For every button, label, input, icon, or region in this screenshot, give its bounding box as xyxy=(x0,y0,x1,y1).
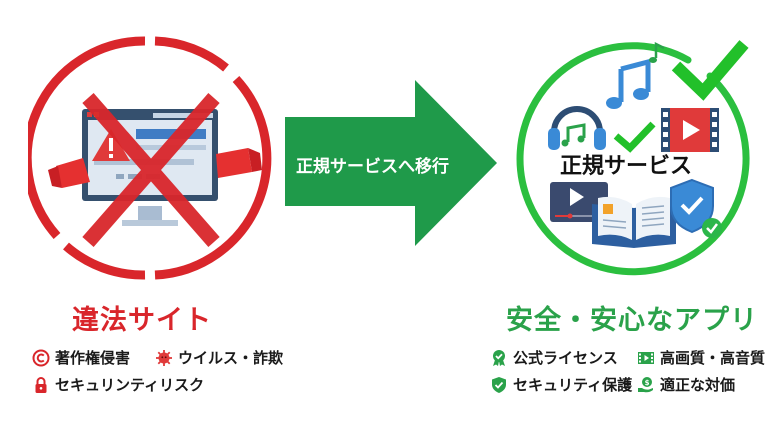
check-icon xyxy=(613,121,656,153)
virus-icon xyxy=(156,349,172,366)
right-arrow-icon xyxy=(285,80,497,246)
feature-label: 公式ライセンス xyxy=(513,349,618,367)
feature-virus: ウイルス・詐欺 xyxy=(155,347,283,368)
feature-label: ウイルス・詐欺 xyxy=(178,349,284,367)
feature-security-protection: セキュリティ保護 xyxy=(490,374,632,395)
legit-services-label: 正規サービス xyxy=(560,154,693,179)
migration-arrow xyxy=(285,80,499,246)
illegal-site-monitor-crossed-out-icon xyxy=(28,36,272,280)
legit-services-illustration xyxy=(508,32,758,282)
video-film-icon xyxy=(661,108,719,152)
feature-fair-price: $ 適正な対価 xyxy=(637,374,735,395)
feature-high-quality: 高画質・高音質 xyxy=(637,347,765,368)
green-ring xyxy=(516,42,750,276)
copyright-icon xyxy=(32,349,50,366)
illegal-site-illustration xyxy=(28,36,272,280)
feature-official-license: 公式ライセンス xyxy=(490,347,618,368)
feature-label: 適正な対価 xyxy=(660,376,736,394)
arrow-label: 正規サービスへ移行 xyxy=(296,157,449,177)
shield-check-icon xyxy=(492,376,506,393)
lock-icon xyxy=(35,376,47,393)
illegal-site-title: 違法サイト xyxy=(72,305,212,336)
open-book-icon xyxy=(592,196,676,248)
safe-apps-title: 安全・安心なアプリ xyxy=(506,305,758,336)
music-note-icon xyxy=(606,41,665,109)
check-icon xyxy=(671,40,749,101)
award-badge-icon xyxy=(493,349,505,366)
headphones-icon xyxy=(548,106,606,150)
feature-label: 高画質・高音質 xyxy=(660,349,766,367)
svg-text:$: $ xyxy=(645,378,650,386)
shield-check-icon xyxy=(670,178,722,238)
feature-copyright: 著作権侵害 xyxy=(32,347,130,368)
feature-security-risk: セキュリンティリスク xyxy=(32,374,204,395)
feature-label: セキュリティ保護 xyxy=(513,376,633,394)
feature-label: セキュリンティリスク xyxy=(55,376,205,394)
hand-money-icon: $ xyxy=(638,376,653,392)
feature-label: 著作権侵害 xyxy=(55,349,131,367)
film-strip-icon xyxy=(638,351,654,364)
